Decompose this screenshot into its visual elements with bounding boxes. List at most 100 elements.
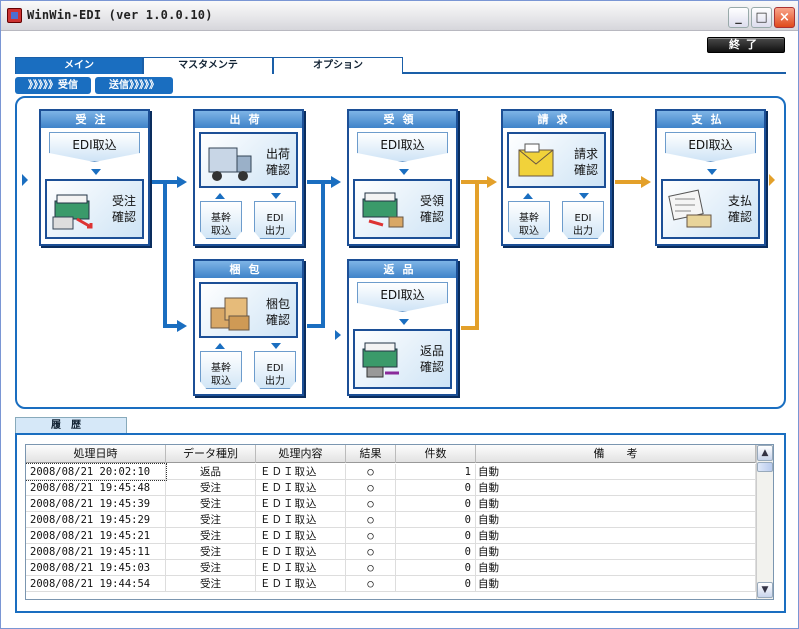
close-button[interactable]: ×: [774, 7, 795, 28]
end-button[interactable]: 終了: [707, 37, 785, 53]
ship-to-receipt-head: [331, 176, 341, 188]
receive-mode-button[interactable]: 》》》》》受信: [15, 77, 91, 94]
receipt-to-invoice-line: [461, 180, 487, 330]
receipt-confirm-button[interactable]: 受領確認: [353, 179, 452, 239]
cell-result: ○: [346, 464, 396, 480]
return-title: 返品: [349, 261, 456, 278]
cell-processed-at: 2008/08/21 19:45:39: [26, 496, 166, 512]
ship-confirm-label-line2: 確認: [265, 163, 290, 177]
col-process[interactable]: 処理内容: [256, 445, 346, 463]
order-edi-import-button[interactable]: EDI取込: [49, 132, 140, 162]
pack-confirm-label-line1: 梱包: [265, 297, 290, 311]
minimize-button[interactable]: _: [728, 7, 749, 28]
title-bar[interactable]: WinWin-EDI (ver 1.0.0.10) _ □ ×: [1, 1, 798, 31]
pack-confirm-label: 梱包確認: [266, 296, 290, 328]
cell-processed-at: 2008/08/21 19:45:11: [26, 544, 166, 560]
invoice-core-import-button[interactable]: 基幹取込: [508, 201, 550, 239]
return-confirm-label: 返品確認: [420, 343, 444, 375]
payment-confirm-label-line1: 支払: [727, 194, 752, 208]
receipt-down-arrow-icon: [399, 169, 409, 175]
order-confirm-label-line1: 受注: [111, 194, 136, 208]
cell-remarks: 自動: [476, 560, 756, 576]
invoice-to-payment-head: [641, 176, 651, 188]
cell-result: ○: [346, 528, 396, 544]
cell-processed-at: 2008/08/21 19:45:48: [26, 480, 166, 496]
cell-process: ＥＤＩ取込: [256, 512, 346, 528]
pack-core-import-button[interactable]: 基幹取込: [200, 351, 242, 389]
receipt-card: 受領 EDI取込 受領確認: [347, 109, 458, 246]
return-card: 返品 EDI取込 返品確認: [347, 259, 458, 396]
cell-process: ＥＤＩ取込: [256, 464, 346, 480]
cell-count: 0: [396, 576, 476, 592]
history-table[interactable]: 処理日時 データ種別 処理内容 結果 件数 備 考 2008/08/21 20:…: [25, 444, 774, 600]
cell-data-type: 受注: [166, 544, 256, 560]
invoice-edi-export-line2: 出力: [573, 226, 593, 237]
payment-edi-import-button[interactable]: EDI取込: [665, 132, 756, 162]
order-down-arrow-icon: [91, 169, 101, 175]
send-mode-button[interactable]: 送信》》》》》: [95, 77, 173, 94]
cell-count: 0: [396, 480, 476, 496]
cell-result: ○: [346, 560, 396, 576]
pack-core-import-line1: 基幹: [211, 363, 231, 374]
cell-count: 0: [396, 496, 476, 512]
ship-down-arrow-icon: [271, 193, 281, 199]
app-icon[interactable]: [7, 8, 22, 23]
history-tab[interactable]: 履歴: [15, 417, 127, 434]
cell-processed-at: 2008/08/21 19:44:54: [26, 576, 166, 592]
tab-master-maintenance[interactable]: マスタメンテ: [143, 57, 273, 74]
cell-data-type: 受注: [166, 560, 256, 576]
scroll-up-icon[interactable]: ▲: [757, 445, 773, 461]
col-data-type[interactable]: データ種別: [166, 445, 256, 463]
order-confirm-label: 受注確認: [112, 193, 136, 225]
cell-count: 0: [396, 512, 476, 528]
cell-process: ＥＤＩ取込: [256, 480, 346, 496]
truck-icon: [208, 147, 252, 181]
payment-card: 支払 EDI取込 支払確認: [655, 109, 766, 246]
ship-confirm-button[interactable]: 出荷確認: [199, 132, 298, 188]
return-edi-import-button[interactable]: EDI取込: [357, 282, 448, 312]
cell-data-type: 受注: [166, 512, 256, 528]
cell-remarks: 自動: [476, 528, 756, 544]
col-processed-at[interactable]: 処理日時: [26, 445, 166, 463]
payment-confirm-button[interactable]: 支払確認: [661, 179, 760, 239]
payment-down-arrow-icon: [707, 169, 717, 175]
col-result[interactable]: 結果: [346, 445, 396, 463]
scroll-down-icon[interactable]: ▼: [757, 582, 773, 598]
scroll-thumb[interactable]: [757, 462, 773, 472]
ship-edi-export-line1: EDI: [266, 213, 284, 224]
invoice-core-import-line1: 基幹: [519, 213, 539, 224]
invoice-confirm-button[interactable]: 請求確認: [507, 132, 606, 188]
history-panel: 処理日時 データ種別 処理内容 結果 件数 備 考 2008/08/21 20:…: [15, 433, 786, 613]
col-remarks[interactable]: 備 考: [476, 445, 756, 463]
order-confirm-button[interactable]: 受注確認: [45, 179, 144, 239]
return-confirm-button[interactable]: 返品確認: [353, 329, 452, 389]
invoice-down-arrow-icon: [579, 193, 589, 199]
cell-remarks: 自動: [476, 496, 756, 512]
pack-confirm-button[interactable]: 梱包確認: [199, 282, 298, 338]
invoice-confirm-label: 請求確認: [574, 146, 598, 178]
cell-processed-at: 2008/08/21 19:45:03: [26, 560, 166, 576]
ship-confirm-label-line1: 出荷: [265, 147, 290, 161]
history-scrollbar[interactable]: ▲ ▼: [756, 445, 773, 599]
cell-processed-at: 2008/08/21 19:45:29: [26, 512, 166, 528]
ship-core-import-button[interactable]: 基幹取込: [200, 201, 242, 239]
pack-title: 梱包: [195, 261, 302, 278]
tab-main[interactable]: メイン: [15, 57, 143, 74]
tab-options[interactable]: オプション: [273, 57, 403, 74]
maximize-button[interactable]: □: [751, 7, 772, 28]
receipt-edi-import-button[interactable]: EDI取込: [357, 132, 448, 162]
col-count[interactable]: 件数: [396, 445, 476, 463]
